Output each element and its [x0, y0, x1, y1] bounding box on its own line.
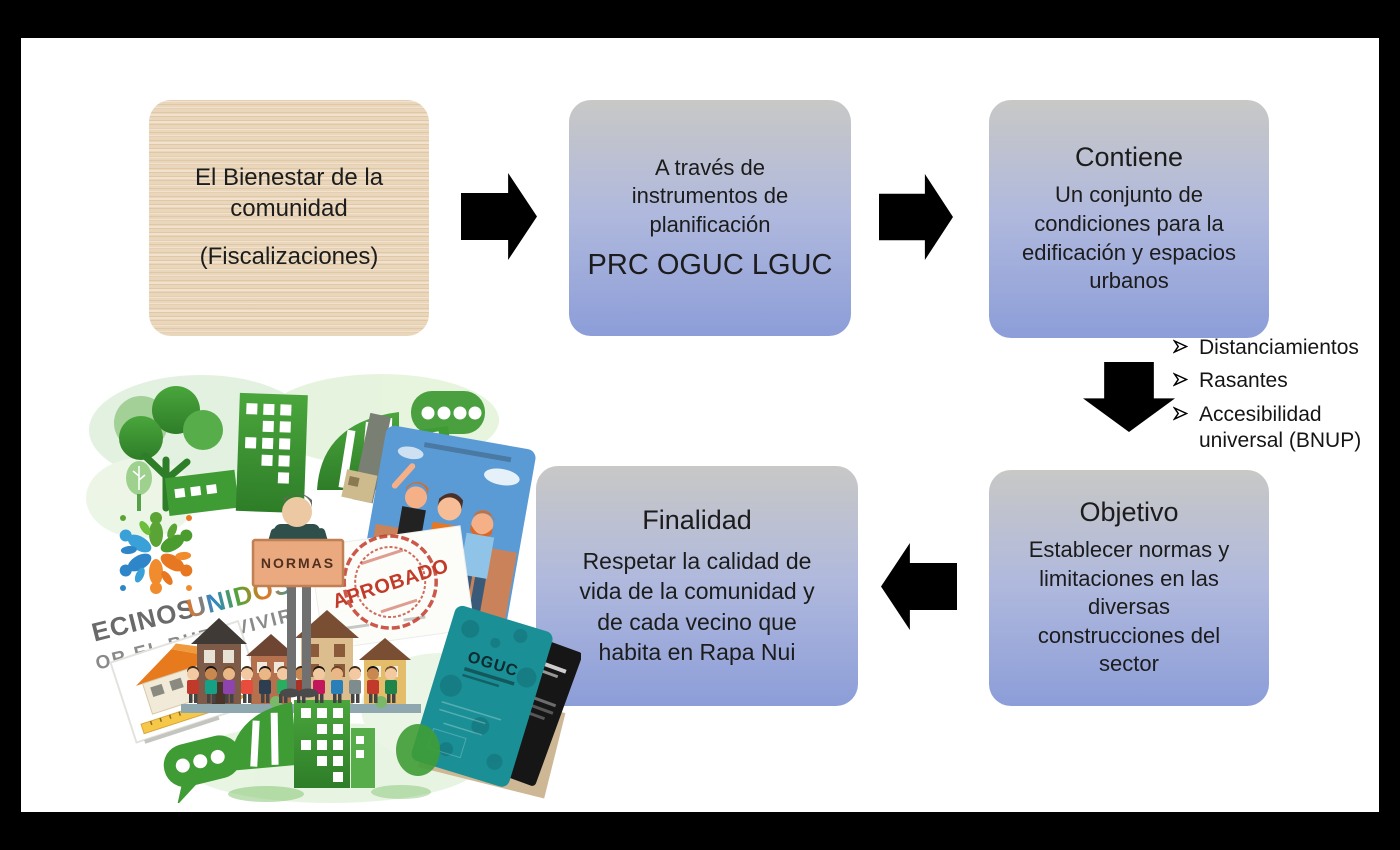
house-icon: [359, 638, 411, 704]
list-item: Rasantes: [1173, 368, 1400, 394]
list-item-label: Accesibilidad universal (BNUP): [1199, 402, 1362, 452]
person-icon: [259, 666, 271, 703]
chimney-shape: [341, 412, 391, 504]
sign-text: NORMAS: [261, 555, 335, 571]
instrumentos-text: A través de instrumentos de planificació…: [631, 154, 789, 237]
arrowhead-bullet-icon: [1173, 372, 1188, 387]
normas-person: NORMAS: [251, 493, 345, 698]
finalidad-title: Finalidad: [642, 504, 752, 535]
person-icon: [205, 666, 217, 703]
slide-canvas: El Bienestar de la comunidad (Fiscalizac…: [21, 38, 1379, 812]
person-icon: [187, 666, 199, 703]
person-icon: [331, 666, 343, 703]
leaf-fan-icon: [229, 702, 298, 771]
box-instrumentos: A través de instrumentos de planificació…: [569, 100, 851, 336]
flow-arrow-right-2-icon: [879, 174, 953, 260]
flow-arrow-left-icon: [881, 543, 957, 630]
objetivo-text: Establecer normas y limitaciones en las …: [1028, 537, 1230, 677]
list-item-label: Rasantes: [1199, 369, 1288, 393]
bienestar-subtext: (Fiscalizaciones): [199, 243, 379, 271]
people-row: [187, 666, 397, 703]
flow-arrow-down-icon: [1083, 362, 1175, 432]
bienestar-text: El Bienestar de la comunidad: [194, 163, 384, 222]
finalidad-text: Respetar la calidad de vida de la comuni…: [579, 547, 815, 665]
list-item: Distanciamientos: [1173, 335, 1400, 361]
small-tree-icon: [126, 461, 152, 511]
contiene-title: Contiene: [1074, 142, 1184, 173]
tree-icon: [114, 386, 223, 512]
stamp-card: APROBADO: [308, 525, 476, 651]
person-icon: [241, 666, 253, 703]
list-item: Accesibilidad universal (BNUP): [1173, 402, 1400, 455]
list-item-label: Distanciamientos: [1199, 336, 1359, 359]
community-collage-image: ECINOS UNIDOS OR EL BUEN VIVIR: [86, 374, 581, 803]
arrowhead-bullet-icon: [1173, 339, 1188, 354]
person-icon: [349, 666, 361, 703]
flow-arrow-right-1-icon: [461, 173, 537, 260]
green-city-top: [114, 386, 485, 517]
person-icon: [223, 666, 235, 703]
box-contiene: Contiene Un conjunto de condiciones para…: [989, 100, 1269, 338]
person-icon: [385, 666, 397, 703]
normas-sign: NORMAS: [251, 538, 345, 588]
box-finalidad: Finalidad Respetar la calidad de vida de…: [536, 466, 858, 706]
green-city-bottom: [163, 700, 440, 803]
green-building-icon: [294, 700, 375, 788]
box-objetivo: Objetivo Establecer normas y limitacione…: [989, 470, 1269, 706]
green-wall: [164, 469, 240, 517]
person-icon: [367, 666, 379, 703]
conditions-list: Distanciamientos Rasantes Accesibilidad …: [1173, 335, 1400, 461]
contiene-text: Un conjunto de condiciones para la edifi…: [1021, 182, 1236, 294]
green-building-icon: [235, 392, 308, 514]
objetivo-title: Objetivo: [1079, 497, 1179, 528]
box-bienestar: El Bienestar de la comunidad (Fiscalizac…: [149, 100, 429, 336]
instrumentos-acronyms: PRC OGUC LGUC: [587, 249, 833, 282]
arrowhead-bullet-icon: [1173, 405, 1188, 421]
oguc-book: OGUC: [411, 605, 553, 787]
